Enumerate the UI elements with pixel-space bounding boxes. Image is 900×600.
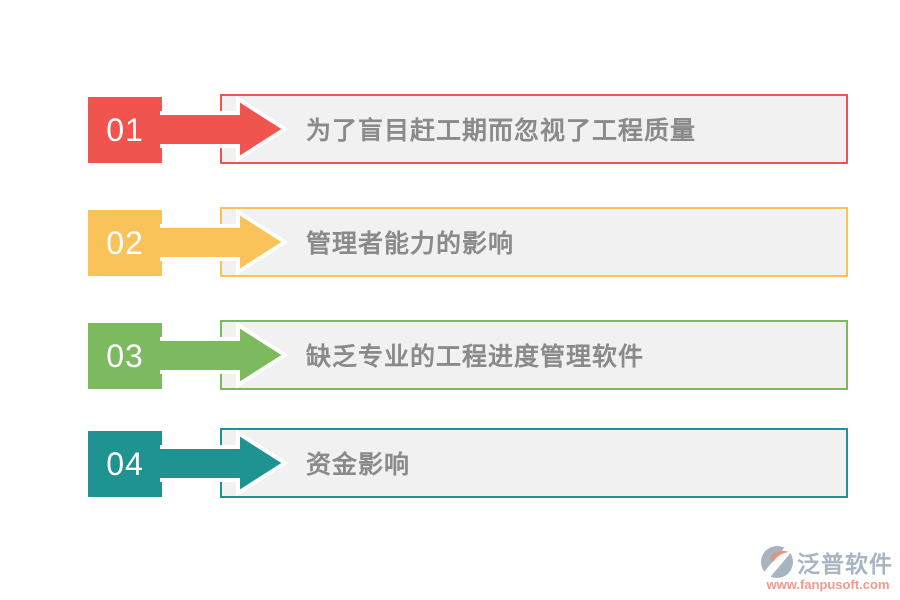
list-item: 资金影响 04 xyxy=(0,428,900,498)
arrow-icon xyxy=(160,96,289,162)
list-item: 缺乏专业的工程进度管理软件 03 xyxy=(0,320,900,390)
arrow-icon xyxy=(160,209,289,275)
item-label: 缺乏专业的工程进度管理软件 xyxy=(306,343,645,371)
brand-url: www.fanpusoft.com xyxy=(766,577,890,592)
brand-watermark: 泛普软件 www.fanpusoft.com xyxy=(760,545,896,592)
item-number: 04 xyxy=(106,445,144,482)
list-item: 管理者能力的影响 02 xyxy=(0,207,900,277)
arrow-icon xyxy=(160,430,289,496)
item-number-badge: 02 xyxy=(88,210,162,276)
fanpu-logo-icon xyxy=(760,545,794,579)
item-banner: 管理者能力的影响 xyxy=(220,207,848,277)
item-label: 为了盲目赶工期而忽视了工程质量 xyxy=(306,117,697,145)
item-label: 管理者能力的影响 xyxy=(306,230,515,258)
arrow-icon xyxy=(160,322,289,388)
item-banner: 为了盲目赶工期而忽视了工程质量 xyxy=(220,94,848,164)
item-number-badge: 01 xyxy=(88,97,162,163)
item-number-badge: 03 xyxy=(88,323,162,389)
item-label: 资金影响 xyxy=(306,451,411,479)
item-number-badge: 04 xyxy=(88,431,162,497)
item-banner: 缺乏专业的工程进度管理软件 xyxy=(220,320,848,390)
item-banner: 资金影响 xyxy=(220,428,848,498)
list-item: 为了盲目赶工期而忽视了工程质量 01 xyxy=(0,94,900,164)
item-number: 02 xyxy=(106,224,144,261)
item-number: 01 xyxy=(106,111,144,148)
brand-name: 泛普软件 xyxy=(797,551,893,577)
item-number: 03 xyxy=(106,337,144,374)
